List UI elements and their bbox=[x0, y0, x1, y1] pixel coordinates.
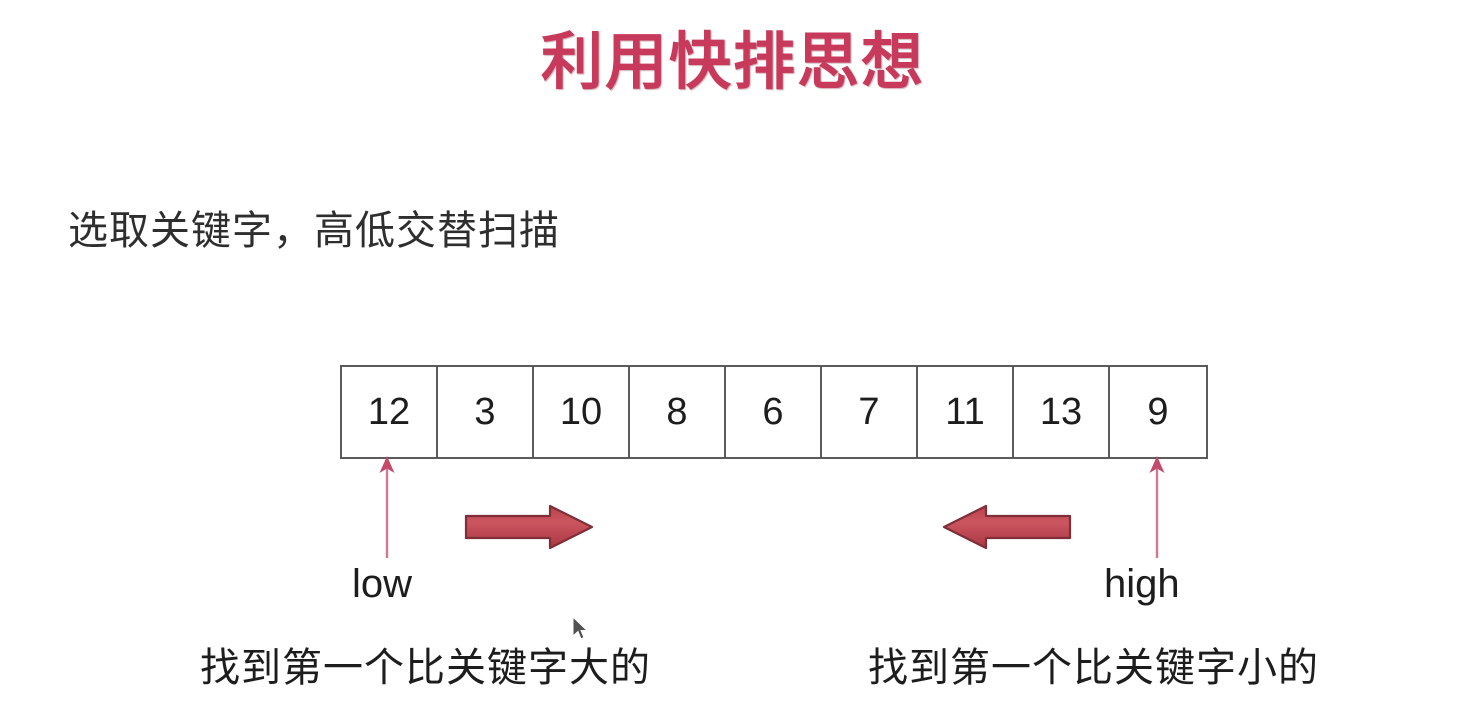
high-pointer-up-arrow-icon bbox=[1149, 456, 1165, 558]
array-table: 12 3 10 8 6 7 11 13 9 bbox=[340, 365, 1208, 459]
low-pointer-label: low bbox=[352, 562, 413, 606]
array-cell: 3 bbox=[438, 367, 534, 457]
arrow-left-icon bbox=[942, 504, 1072, 550]
watermark bbox=[1195, 110, 1375, 136]
high-pointer-label: high bbox=[1104, 562, 1180, 606]
arrow-right-icon bbox=[464, 504, 594, 550]
array-cell: 9 bbox=[1110, 367, 1206, 457]
caption-left-text: 找到第一个比关键字大的 bbox=[200, 646, 651, 690]
array-cell: 6 bbox=[726, 367, 822, 457]
array-cell: 11 bbox=[918, 367, 1014, 457]
low-pointer-up-arrow-icon bbox=[379, 456, 395, 558]
mouse-cursor-icon bbox=[572, 616, 589, 640]
caption-right-text: 找到第一个比关键字小的 bbox=[868, 646, 1319, 690]
array-cell: 10 bbox=[534, 367, 630, 457]
array-cell: 8 bbox=[630, 367, 726, 457]
page-title: 利用快排思想 bbox=[540, 28, 925, 97]
array-cell: 12 bbox=[342, 367, 438, 457]
array-cell: 13 bbox=[1014, 367, 1110, 457]
subtitle-text: 选取关键字，高低交替扫描 bbox=[68, 209, 560, 253]
array-cell: 7 bbox=[822, 367, 918, 457]
